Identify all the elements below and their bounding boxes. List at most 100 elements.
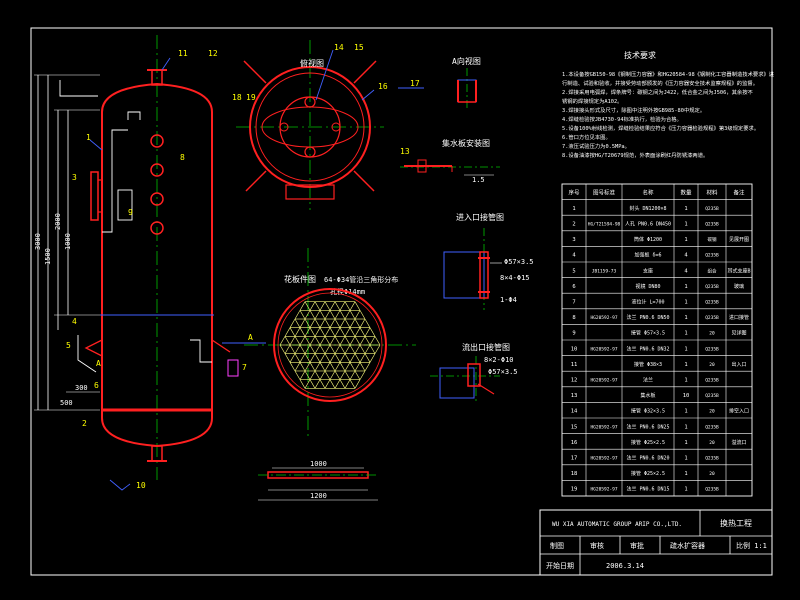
bom-cell: 接管 Φ57×3.5 [631, 330, 665, 337]
packing-grid-line [299, 379, 306, 389]
approve-label: 审批 [630, 541, 644, 550]
bom-cell: 1 [684, 315, 687, 321]
packing-grid-line [344, 310, 351, 320]
packing-grid-line [279, 344, 286, 354]
packing-grid-line [294, 353, 301, 363]
bom-cell: 接管 Φ25×2.5 [631, 439, 665, 446]
inlet-title: 进入口接管图 [456, 212, 504, 222]
balloon-11: 11 [178, 49, 188, 58]
inlet-detail: 进入口接管图 Φ57×3.5 8×4-Φ15 1-Φ4 [443, 212, 534, 310]
packing-grid-line [314, 344, 321, 354]
packing-grid-line [354, 301, 361, 311]
balloon-4: 4 [72, 317, 77, 326]
dim-main-5: 500 [60, 399, 73, 407]
packing-grid-line [324, 379, 331, 389]
bottom-dim-1: 1000 [310, 460, 327, 468]
balloon-10: 10 [136, 481, 146, 490]
packing-grid-line [344, 344, 351, 354]
bom-cell: Q235B [705, 455, 719, 461]
bom-cell: Q235B [705, 299, 719, 305]
bom-cell: HG20592-97 [590, 377, 617, 383]
bom-cell: 1 [572, 206, 575, 212]
packing-grid-line [319, 310, 326, 320]
bom-cell: Q235B [705, 206, 719, 212]
packing-grid-line [319, 336, 326, 346]
packing-grid-line [334, 344, 341, 354]
packing-grid-line [349, 336, 356, 346]
bom-cell: HG20592-97 [590, 487, 617, 493]
packing-grid-line [324, 370, 331, 380]
packing-grid-line [319, 327, 326, 337]
packing-grid-line [329, 327, 336, 337]
a-view-title: A向视图 [452, 56, 481, 66]
packing-grid-line [344, 301, 351, 311]
packing-grid-line [359, 370, 366, 380]
tech-req-line-2: 行制造、试验和验收，并接受劳动部颁发的《压力容器安全技术监察规程》的监督。 [562, 79, 758, 87]
packing-grid-line [299, 318, 306, 328]
packing-grid-line [319, 318, 326, 328]
top-view: 俯视图 14 15 16 17 18 19 [232, 40, 424, 210]
bom-cell: 1 [684, 362, 687, 368]
packing-grid-line [324, 310, 331, 320]
bom-cell: 法兰 PN0.6 DN32 [626, 345, 669, 352]
packing-grid-line [369, 344, 376, 354]
packing-grid-line [369, 327, 376, 337]
packing-grid-line [359, 310, 366, 320]
bom-cell: 接管 Φ32×3.5 [631, 408, 665, 415]
outlet-title: 流出口接管图 [462, 342, 510, 352]
packing-grid-line [349, 327, 356, 337]
packing-plate-view: 花板件图 64-Φ34管沿三角形分布 孔径Φ14mm [244, 248, 416, 440]
packing-grid-line [309, 318, 316, 328]
bom-cell: 见详图 [731, 330, 746, 337]
balloon-18: 18 [232, 93, 242, 102]
balloon-12: 12 [208, 49, 218, 58]
packing-grid-line [344, 379, 351, 389]
packing-grid-line [289, 353, 296, 363]
balloon-1: 1 [86, 133, 91, 142]
packing-grid-line [344, 318, 351, 328]
packing-grid-line [324, 362, 331, 372]
bom-cell: 1 [684, 377, 687, 383]
packing-grid-line [314, 362, 321, 372]
bom-cell: 人孔 PN0.6 DN450 [625, 220, 671, 227]
tech-req-line-5: 3.焊接接头形式及尺寸，除图中注明外按GB985-80中规定。 [562, 106, 705, 114]
packing-grid-line [324, 336, 331, 346]
bom-cell: 1 [684, 206, 687, 212]
balloon-3: 3 [72, 173, 77, 182]
packing-grid-line [354, 344, 361, 354]
bom-header-cell: 序号 [568, 189, 580, 197]
packing-grid-line [319, 353, 326, 363]
balloon-19: 19 [246, 93, 256, 102]
packing-grid-line [299, 310, 306, 320]
packing-grid-line [294, 336, 301, 346]
bom-cell: 17 [571, 455, 578, 461]
packing-grid-line [329, 336, 336, 346]
packing-grid-line [284, 327, 291, 337]
bom-cell: 1 [684, 424, 687, 430]
packing-grid-line [309, 370, 316, 380]
bom-cell: 1 [684, 471, 687, 477]
packing-grid-line [294, 327, 301, 337]
packing-grid-line [354, 310, 361, 320]
packing-grid-line [314, 301, 321, 311]
outlet-dim-2: Φ57×3.5 [488, 368, 518, 376]
bom-cell: 集水板 [640, 392, 655, 399]
packing-note-1: 64-Φ34管沿三角形分布 [324, 275, 398, 284]
title-block: WU XIA AUTOMATIC GROUP ARIP CO.,LTD. 换热工… [539, 509, 773, 576]
packing-grid-line [339, 370, 346, 380]
bom-cell: 1 [684, 409, 687, 415]
packing-grid-line [329, 370, 336, 380]
packing-grid-line [359, 327, 366, 337]
packing-grid-line [344, 370, 351, 380]
packing-grid-line [374, 336, 381, 346]
bom-cell: Q235B [705, 377, 719, 383]
section-mark-a: A [248, 333, 253, 342]
packing-grid-line [304, 344, 311, 354]
packing-grid-line [349, 370, 356, 380]
packing-grid-line [344, 336, 351, 346]
bom-cell: Q235B [705, 487, 719, 493]
packing-grid-line [289, 362, 296, 372]
bom-cell: 3 [572, 237, 575, 243]
bom-cell: 11 [571, 362, 578, 368]
packing-grid-line [329, 310, 336, 320]
